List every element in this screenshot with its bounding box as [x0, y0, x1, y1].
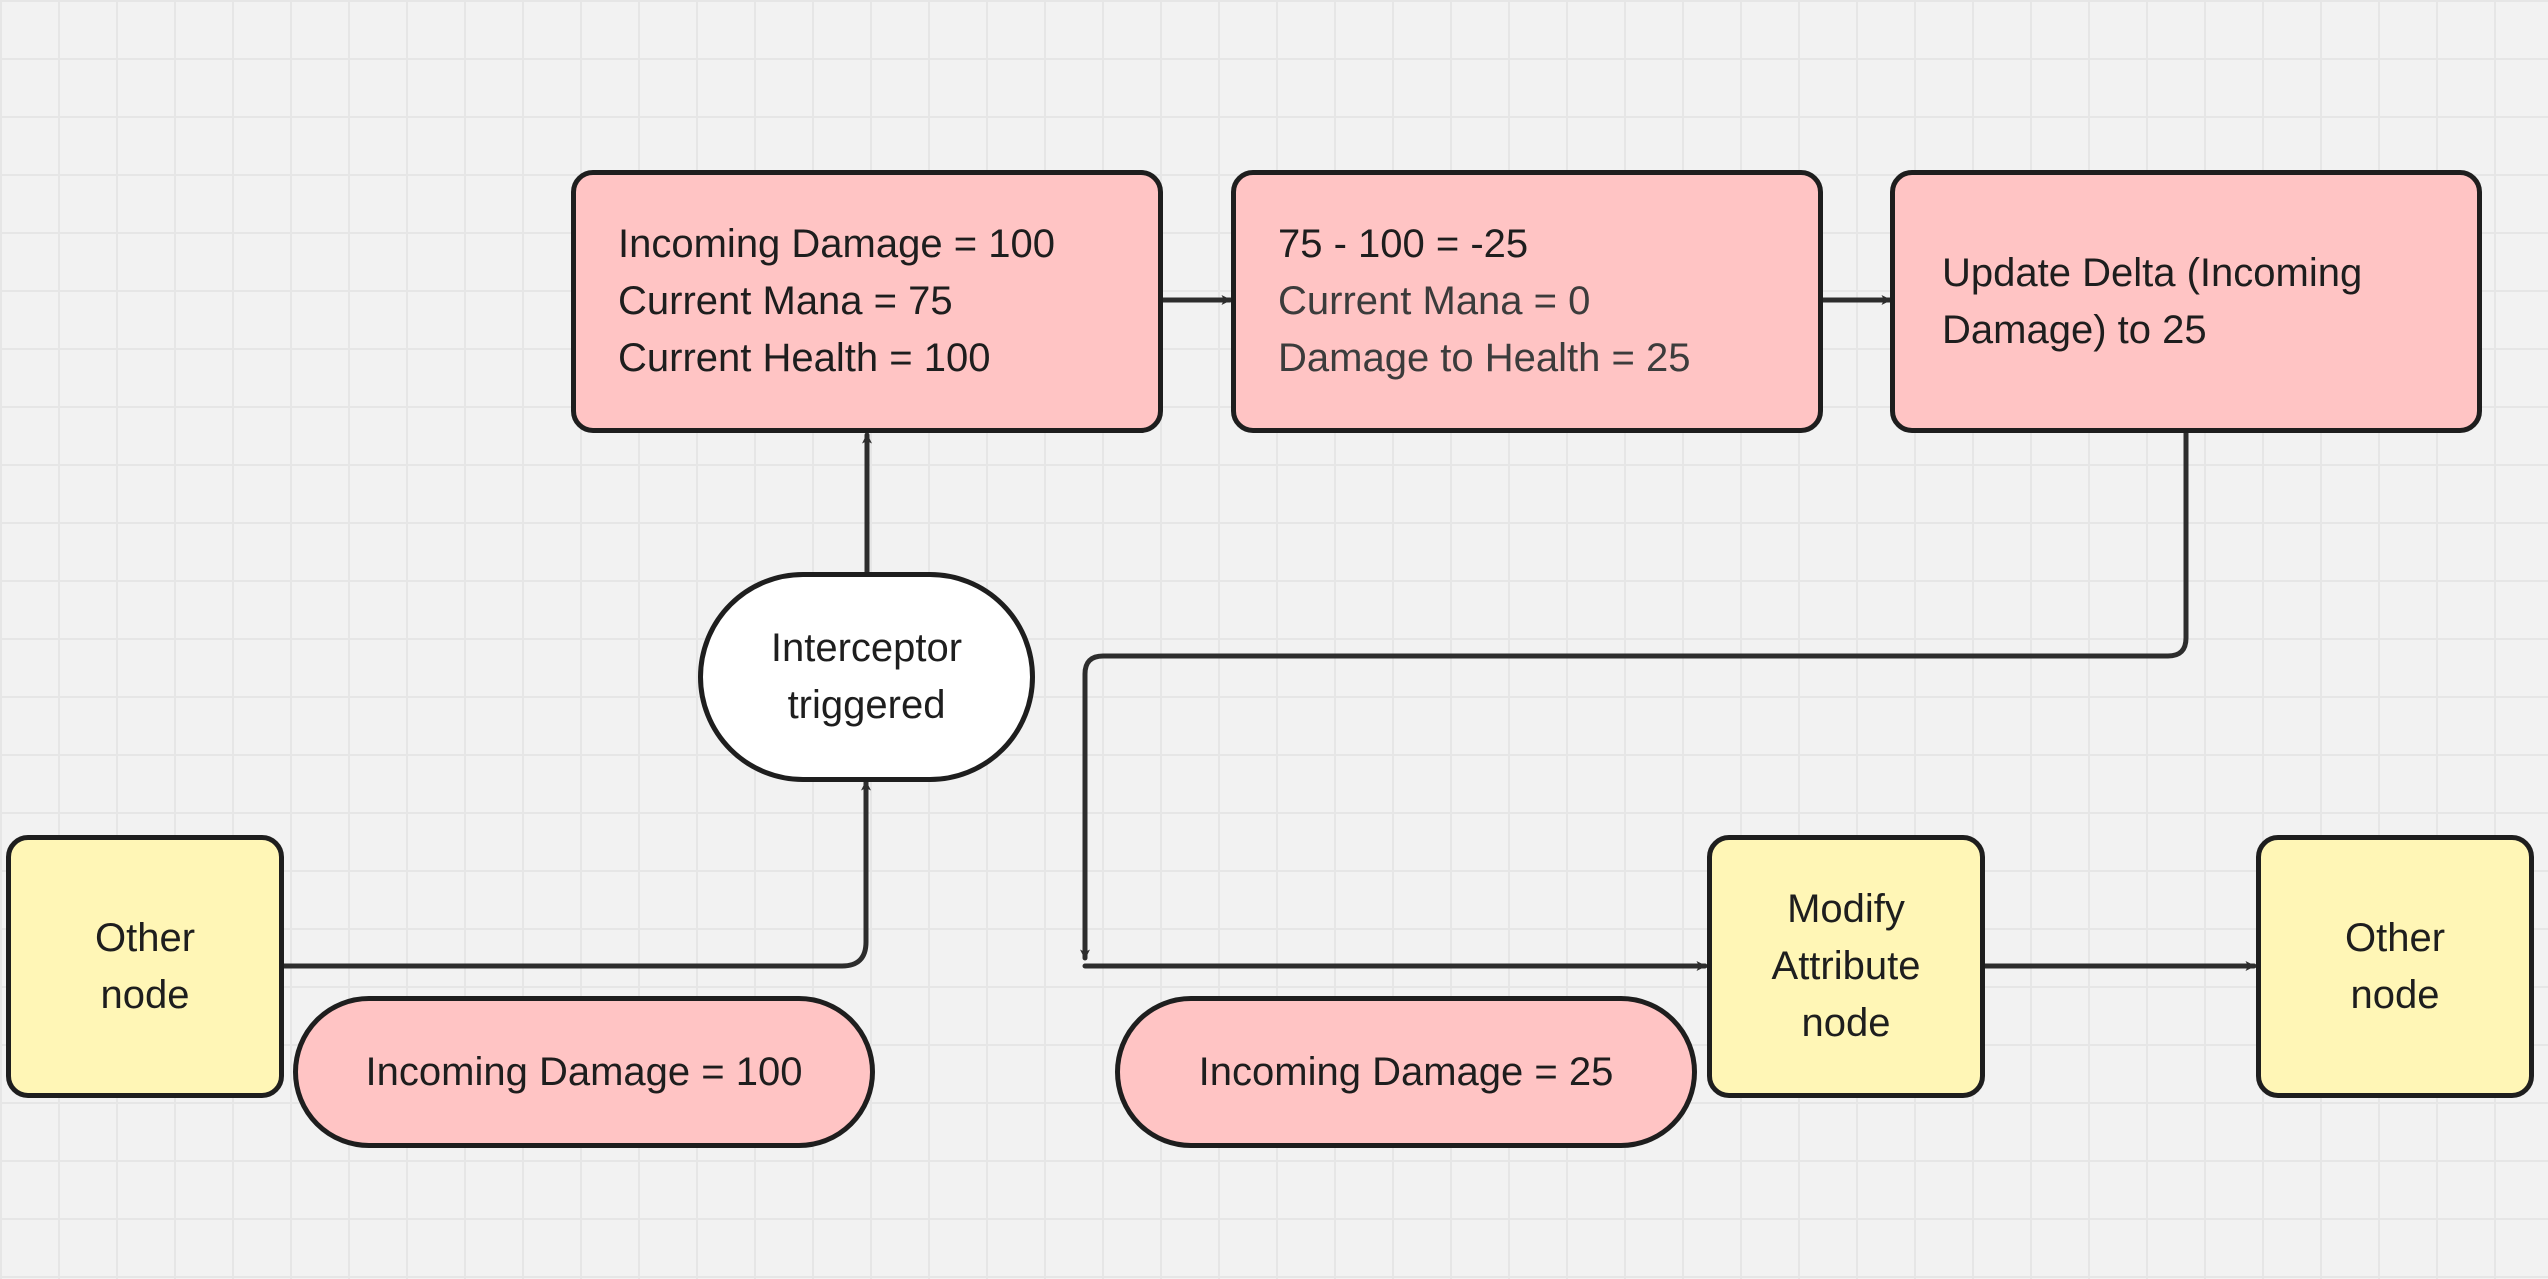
other-node-left-line-1: Other — [94, 915, 196, 960]
calculation-box[interactable]: 75 - 100 = -25 Current Mana = 0 Damage t… — [1231, 170, 1823, 433]
update-delta-box[interactable]: Update Delta (Incoming Damage) to 25 — [1890, 170, 2482, 433]
update-delta-line-1: Update Delta (Incoming — [1942, 250, 2363, 295]
modify-attribute-line-2: Attribute — [1771, 944, 1921, 988]
current-health-text: Current Health = 100 — [618, 336, 991, 380]
incoming-damage-text: Incoming Damage = 100 — [618, 222, 1055, 266]
edge-other-to-interceptor — [280, 779, 871, 969]
subtraction-text: 75 - 100 = -25 — [1278, 222, 1529, 266]
damage-to-health-text: Damage to Health = 25 — [1278, 336, 1691, 380]
current-mana-text: Current Mana = 75 — [618, 279, 953, 323]
incoming-values-box[interactable]: Incoming Damage = 100 Current Mana = 75 … — [571, 170, 1163, 433]
interceptor-line-1: Interceptor — [770, 626, 963, 670]
modify-attribute-line-3: node — [1801, 1001, 1891, 1045]
incoming-damage-25-text: Incoming Damage = 25 — [1198, 1049, 1614, 1094]
incoming-damage-100-text: Incoming Damage = 100 — [365, 1049, 803, 1094]
edge-update-delta-down — [1080, 430, 2189, 961]
interceptor-line-2: triggered — [787, 683, 946, 727]
update-delta-line-2: Damage) to 25 — [1942, 307, 2207, 352]
other-node-right-line-2: node — [2350, 972, 2440, 1017]
current-mana-zero-text: Current Mana = 0 — [1278, 279, 1591, 323]
incoming-damage-100-label[interactable]: Incoming Damage = 100 — [293, 996, 875, 1148]
interceptor-triggered-node[interactable]: Interceptor triggered — [698, 572, 1035, 782]
other-node-left[interactable]: Other node — [6, 835, 284, 1098]
modify-attribute-node[interactable]: Modify Attribute node — [1707, 835, 1985, 1098]
other-node-right-line-1: Other — [2344, 915, 2446, 960]
modify-attribute-line-1: Modify — [1787, 887, 1905, 931]
other-node-right[interactable]: Other node — [2256, 835, 2534, 1098]
other-node-left-line-2: node — [100, 972, 190, 1017]
incoming-damage-25-label[interactable]: Incoming Damage = 25 — [1115, 996, 1697, 1148]
